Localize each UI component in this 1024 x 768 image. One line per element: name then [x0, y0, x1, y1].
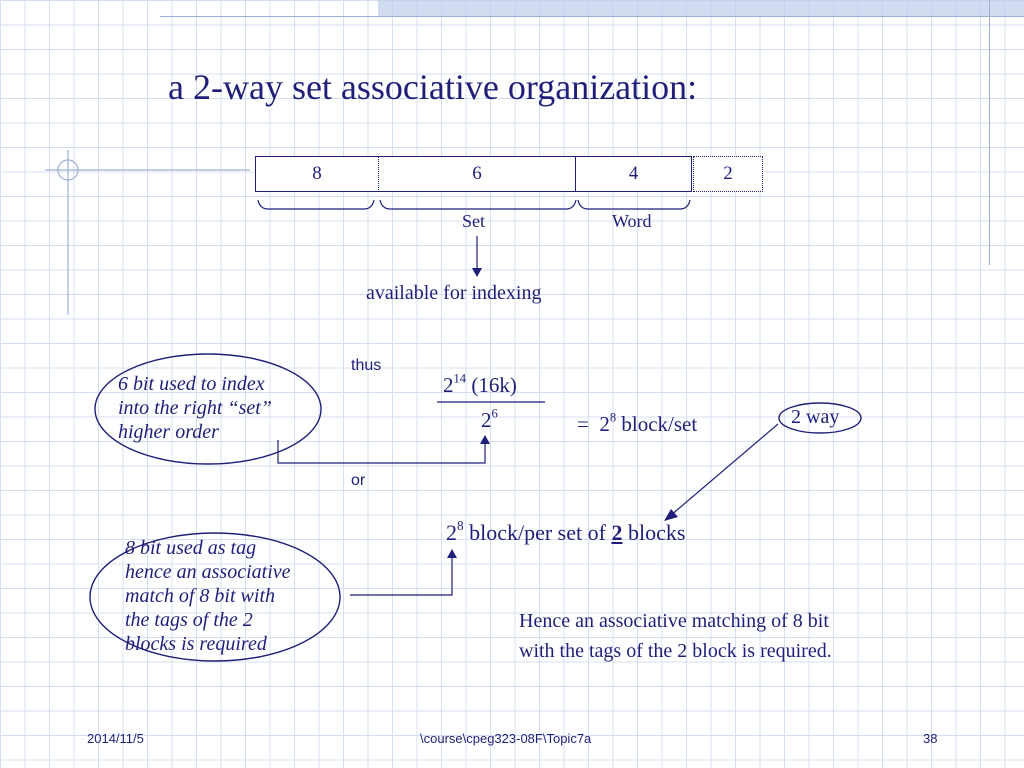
- word-label: Word: [612, 211, 652, 231]
- fraction-denominator: 26: [481, 406, 498, 433]
- or-label: or: [351, 472, 366, 489]
- note-8bit: 8 bit used as tag hence an associative m…: [125, 536, 291, 656]
- note-6bit: 6 bit used to index into the right “set”…: [118, 372, 272, 444]
- result-exponent: 8: [609, 410, 617, 425]
- denominator-base: 2: [481, 408, 492, 432]
- note-8bit-line: 8 bit used as tag: [125, 537, 257, 559]
- denominator-exponent: 6: [491, 406, 498, 421]
- numerator-base: 2: [443, 373, 454, 397]
- ellipse-6bit: [94, 353, 322, 465]
- tag-field-box: 8: [255, 156, 379, 192]
- connector-8bit: [350, 556, 453, 596]
- blocks-exponent: 8: [457, 518, 464, 534]
- note-8bit-line: the tags of the 2: [125, 609, 253, 631]
- thus-label: thus: [351, 357, 382, 374]
- connector-6bit: [277, 440, 486, 464]
- numerator-suffix: (16k): [466, 373, 517, 397]
- two-way-label: 2 way: [791, 406, 840, 428]
- set-label: Set: [462, 211, 486, 231]
- conclusion-text: Hence an associative matching of 8 bit w…: [519, 606, 832, 666]
- word-field-box: 4: [575, 156, 692, 192]
- result-prefix: = 2: [577, 412, 610, 436]
- connector-6bit-arrowhead: [480, 435, 490, 444]
- down-arrow-head: [472, 268, 482, 277]
- fraction-result: = 28 block/set: [556, 387, 697, 462]
- top-rule: [160, 16, 1024, 17]
- two-way-arrow-line: [669, 423, 779, 517]
- tag-brace: [257, 199, 375, 210]
- numerator-exponent: 14: [453, 371, 467, 386]
- connector-8bit-arrowhead: [447, 549, 457, 558]
- ellipse-2way: [778, 402, 862, 434]
- right-vertical-rule: [989, 0, 990, 265]
- top-accent-bar: [378, 0, 1024, 16]
- set-field-box: 6: [378, 156, 576, 192]
- note-8bit-line: blocks is required: [125, 633, 267, 655]
- byte-field-box: 2: [693, 156, 763, 192]
- blocks-middle: block/per set of: [463, 520, 612, 545]
- two-way-arrowhead: [664, 509, 678, 521]
- blocks-end: blocks: [622, 520, 686, 545]
- blocks-per-set-line: 28 block/per set of 2 blocks: [446, 518, 686, 546]
- note-6bit-line: 6 bit used to index: [118, 373, 265, 395]
- slide-title: a 2-way set associative organization:: [168, 67, 698, 107]
- footer-path: \course\cpeg323-08F\Topic7a: [420, 731, 592, 746]
- ellipse-8bit: [89, 532, 341, 662]
- set-brace: [379, 199, 577, 210]
- fraction-numerator: 214 (16k): [443, 371, 517, 398]
- result-suffix: block/set: [616, 412, 698, 436]
- blocks-count: 2: [611, 520, 623, 545]
- footer-date: 2014/11/5: [87, 731, 144, 746]
- note-8bit-line: match of 8 bit with: [125, 585, 275, 607]
- conclusion-line: Hence an associative matching of 8 bit: [519, 610, 829, 632]
- word-brace: [577, 199, 691, 210]
- available-for-indexing-label: available for indexing: [366, 282, 542, 304]
- note-8bit-line: hence an associative: [125, 561, 291, 583]
- note-6bit-line: higher order: [118, 421, 219, 443]
- note-6bit-line: into the right “set”: [118, 397, 272, 419]
- footer-page-number: 38: [923, 731, 938, 746]
- conclusion-line: with the tags of the 2 block is required…: [519, 640, 832, 662]
- crosshair-decoration: [45, 150, 250, 315]
- blocks-base: 2: [446, 520, 457, 545]
